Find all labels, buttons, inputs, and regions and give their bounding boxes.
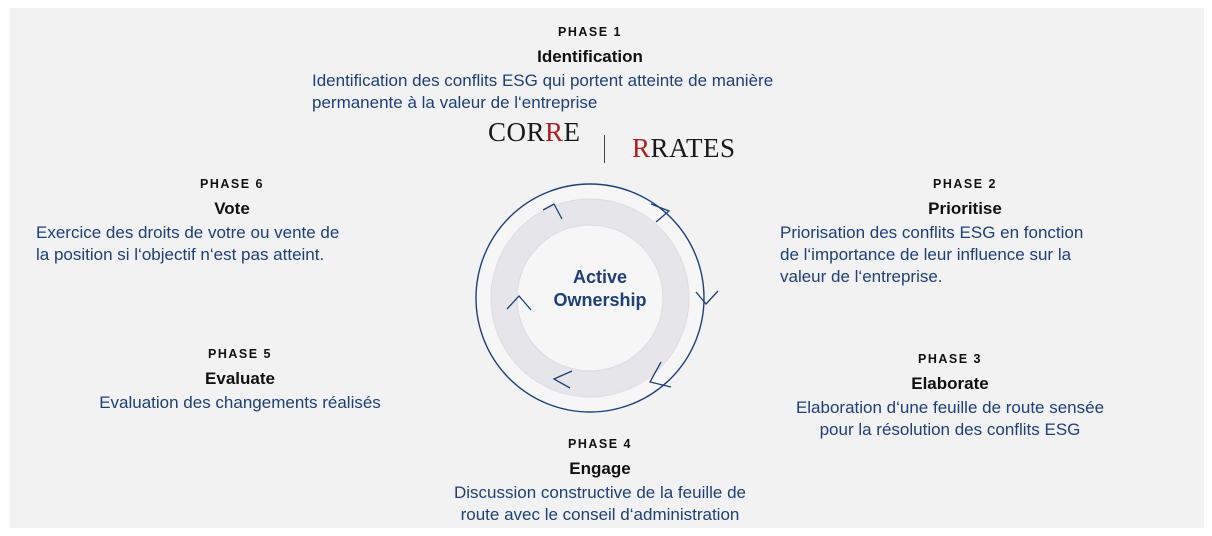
phase-3: PHASE 3 Elaborate Elaboration d‘une feui…	[770, 351, 1130, 441]
inner-track	[491, 199, 689, 397]
corre-logo: CORRE	[488, 117, 581, 147]
phase-description: Exercice des droits de votre ou vente de…	[36, 223, 340, 264]
phase-5: PHASE 5 Evaluate Evaluation des changeme…	[50, 346, 430, 414]
phase-title: Identification	[537, 47, 643, 66]
phase-number: PHASE 4	[568, 437, 632, 451]
phase-number: PHASE 1	[558, 25, 622, 39]
logo-divider	[604, 135, 605, 163]
phase-4: PHASE 4 Engage Discussion constructive d…	[420, 436, 780, 526]
phase-title: Vote	[214, 199, 250, 218]
phase-number: PHASE 3	[918, 352, 982, 366]
phase-description: Discussion constructive de la feuille de…	[454, 483, 746, 524]
phase-description: Identification des conflits ESG qui port…	[312, 71, 774, 112]
phase-description: Evaluation des changements réalisés	[99, 393, 381, 412]
phase-description: Priorisation des conflits ESG en fonctio…	[780, 223, 1084, 286]
cycle-arrow-4	[552, 370, 573, 389]
phase-title: Evaluate	[205, 369, 275, 388]
phase-number: PHASE 5	[208, 347, 272, 361]
diagram-canvas: CORRE RRATES Active Ownership PHASE 1 Id…	[10, 8, 1204, 528]
rrates-logo: RRATES	[632, 133, 736, 163]
track-outline-outer	[490, 198, 690, 398]
center-label-line1: Active	[572, 267, 628, 287]
phase-number: PHASE 6	[200, 177, 264, 191]
phase-description: Elaboration d‘une feuille de route sensé…	[795, 398, 1105, 439]
cycle-arrow-3	[649, 361, 672, 388]
cycle-graphic	[475, 183, 719, 413]
cycle-arrow-1	[650, 203, 671, 223]
phase-number: PHASE 2	[933, 177, 997, 191]
phase-title: Engage	[569, 459, 631, 478]
phase-title: Prioritise	[928, 199, 1002, 218]
phase-6: PHASE 6 Vote Exercice des droits de votr…	[36, 176, 428, 266]
phase-2: PHASE 2 Prioritise Priorisation des conf…	[780, 176, 1150, 288]
cycle-arrow-2	[695, 290, 719, 305]
cycle-arrow-5	[506, 295, 532, 311]
phase-1: PHASE 1 Identification Identification de…	[290, 24, 890, 114]
phase-title: Elaborate	[911, 374, 989, 393]
cycle-arrow-6	[542, 203, 563, 220]
center-label-line2: Ownership	[553, 290, 647, 310]
center-label: Active Ownership	[530, 266, 670, 312]
